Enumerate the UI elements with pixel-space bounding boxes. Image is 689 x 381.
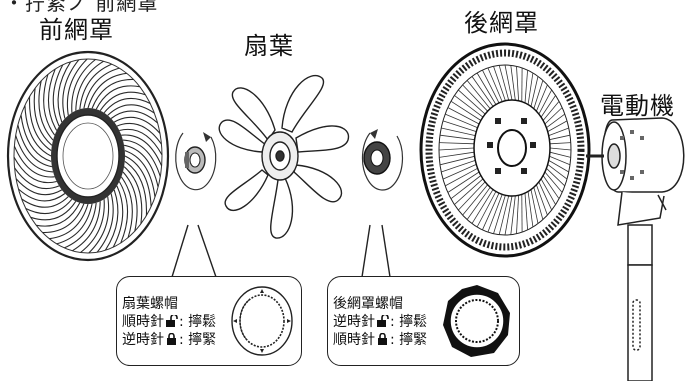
- blade-nut-title: 扇葉螺帽: [122, 296, 178, 312]
- front-guard-illustration: [6, 50, 170, 262]
- callout-pointers: [171, 224, 391, 278]
- fan-blade-illustration: [218, 75, 350, 239]
- rear-guard-nut-illustration: [361, 129, 404, 191]
- rear-nut-tighten: 順時針: 擰緊: [333, 332, 428, 348]
- rear-nut-loosen: 逆時針: 擰鬆: [333, 314, 428, 330]
- unlock-icon: [377, 315, 389, 327]
- rear-nut-title: 後網罩螺帽: [333, 296, 403, 312]
- lock-icon: [167, 333, 176, 345]
- label-blade: 扇葉: [244, 32, 294, 60]
- label-motor: 電動機: [600, 92, 675, 120]
- lock-icon: [378, 333, 387, 345]
- label-rear-guard: 後網罩: [464, 9, 539, 37]
- blade-nut-callout: 扇葉螺帽 順時針: 擰鬆 逆時針: 擰緊: [116, 276, 302, 366]
- unlock-icon: [166, 315, 178, 327]
- label-front-guard: 前網罩: [39, 16, 114, 44]
- rear-nut-detail: [443, 285, 510, 357]
- rear-guard-nut-callout: 後網罩螺帽 逆時針: 擰鬆 順時針: 擰緊: [327, 276, 520, 366]
- blade-nut-tighten: 逆時針: 擰緊: [122, 332, 217, 348]
- motor-illustration: [586, 117, 685, 381]
- blade-nut-loosen: 順時針: 擰鬆: [122, 314, 217, 330]
- blade-nut-detail: [231, 286, 293, 356]
- blade-nut-illustration: [175, 132, 217, 191]
- partial-top-text: ・拧紧ノ 前網罩: [4, 0, 159, 15]
- rear-guard-illustration: [419, 42, 591, 258]
